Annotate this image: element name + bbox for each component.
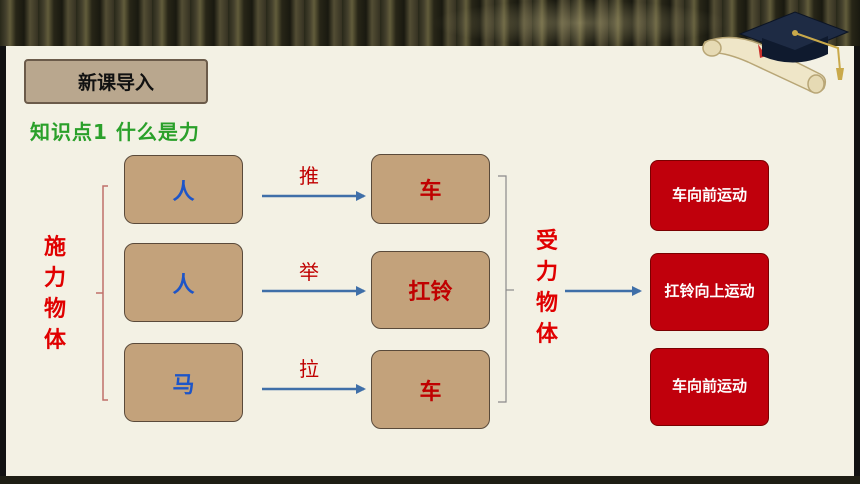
left-bracket	[102, 185, 108, 401]
result-box: 车向前运动	[650, 348, 769, 426]
force-giver-char: 力	[43, 266, 66, 291]
force-giver-char: 物	[43, 297, 66, 322]
top-band-highlight	[430, 0, 730, 46]
section-title-badge: 新课导入	[24, 59, 208, 104]
result-box: 扛铃向上运动	[650, 253, 769, 331]
result-box: 车向前运动	[650, 160, 769, 231]
source-box: 马	[124, 343, 243, 422]
graduation-cap-icon	[702, 11, 850, 94]
action-verb: 推	[299, 164, 319, 188]
force-giver-char: 施	[43, 235, 66, 260]
target-box: 车	[371, 350, 490, 429]
right-bracket	[498, 175, 507, 403]
force-receiver-char: 受	[535, 229, 558, 254]
action-verb: 举	[299, 260, 319, 284]
force-giver-char: 体	[43, 328, 66, 353]
target-box: 车	[371, 154, 490, 224]
force-receiver-char: 体	[535, 322, 558, 347]
force-receiver-char: 力	[535, 260, 558, 285]
target-box: 扛铃	[371, 251, 490, 329]
force-receiver-label: 受 力 物 体	[532, 226, 562, 350]
knowledge-point-subtitle: 知识点1 什么是力	[30, 120, 200, 144]
force-receiver-char: 物	[535, 291, 558, 316]
bottom-band	[0, 476, 860, 484]
source-box: 人	[124, 243, 243, 322]
source-box: 人	[124, 155, 243, 224]
action-verb: 拉	[299, 357, 319, 381]
force-giver-label: 施 力 物 体	[40, 232, 70, 356]
